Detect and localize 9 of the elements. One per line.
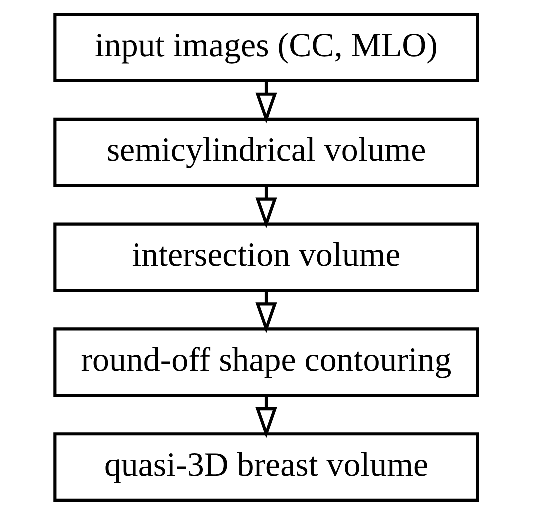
arrow [256,80,278,124]
arrow [256,396,278,438]
node-box: quasi-3D breast volume [54,432,480,502]
node-box: input images (CC, MLO) [54,13,480,82]
node-box: semicylindrical volume [54,118,480,188]
arrow [256,186,278,229]
arrow [256,290,278,334]
node-box: intersection volume [54,222,480,292]
node-box: round-off shape contouring [54,328,480,398]
